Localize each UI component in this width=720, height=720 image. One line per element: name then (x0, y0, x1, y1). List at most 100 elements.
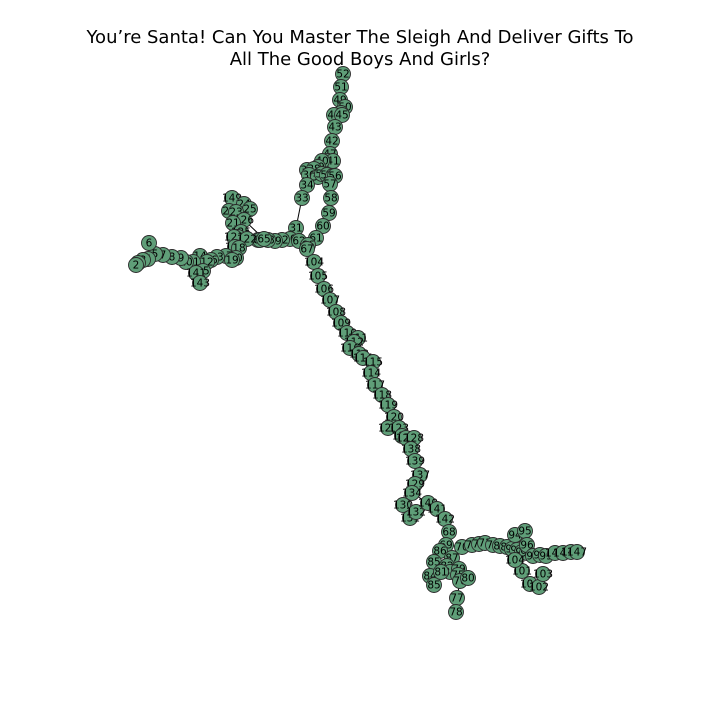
node-label: 132 (406, 507, 426, 519)
node-marker (460, 570, 476, 586)
graph-node: 6 (141, 235, 157, 251)
node-label: 102 (529, 582, 549, 594)
graph-node: 68 (441, 524, 457, 540)
graph-node: 33 (294, 190, 310, 206)
node-label: 65 (257, 234, 270, 246)
node-label: 104 (304, 257, 324, 269)
node-marker (224, 252, 240, 268)
node-label: 43 (328, 122, 341, 134)
node-label: 114 (361, 368, 381, 380)
graph-node: 59 (321, 205, 337, 221)
graph-node: 42 (324, 133, 340, 149)
node-label: 60 (316, 221, 329, 233)
node-marker (321, 205, 337, 221)
diagram-title: You’re Santa! Can You Master The Sleigh … (0, 27, 720, 71)
node-label: 142 (435, 514, 455, 526)
node-label: 95 (518, 526, 531, 538)
graph-node: 52 (335, 66, 351, 82)
node-label: 101 (512, 566, 532, 578)
graph-node: 65 (256, 231, 272, 247)
graph-node: 138 (401, 441, 421, 457)
node-marker (256, 231, 272, 247)
node-marker (334, 107, 350, 123)
title-line-2: All The Good Boys And Girls? (229, 49, 491, 70)
node-marker (395, 497, 411, 513)
node-marker (433, 564, 449, 580)
graph-node: 134 (402, 485, 422, 501)
node-label: 41 (326, 156, 339, 168)
node-marker (404, 485, 420, 501)
node-label: 45 (335, 110, 348, 122)
graph-node: 78 (448, 604, 464, 620)
node-marker (294, 190, 310, 206)
node-label: 138 (401, 444, 421, 456)
node-marker (408, 504, 424, 520)
node-label: 107 (320, 295, 340, 307)
node-marker (448, 604, 464, 620)
graph-node: 57 (322, 176, 338, 192)
graph-node: 104 (304, 254, 324, 270)
node-label: 58 (324, 193, 337, 205)
node-label: 130 (393, 500, 413, 512)
graph-node: 105 (308, 268, 328, 284)
node-marker (315, 218, 331, 234)
node-marker (426, 577, 442, 593)
node-marker (310, 268, 326, 284)
node-label: 52 (336, 69, 349, 81)
graph-node: 19 (224, 252, 240, 268)
node-label: 8 (169, 252, 176, 264)
node-label: 134 (402, 488, 422, 500)
graph-node: 67 (299, 241, 315, 257)
node-marker (407, 453, 423, 469)
graph-node: 107 (320, 292, 340, 308)
node-label: 80 (461, 573, 474, 585)
title-line-1: You’re Santa! Can You Master The Sleigh … (86, 27, 634, 48)
graph-node: 80 (460, 570, 476, 586)
graph-node: 81 (433, 564, 449, 580)
node-label: 105 (308, 271, 328, 283)
node-label: 5 (152, 249, 159, 261)
graph-node: 102 (529, 579, 549, 595)
graph-node: 43 (327, 119, 343, 135)
node-label: 78 (449, 607, 462, 619)
node-marker (192, 275, 208, 291)
node-label: 51 (334, 82, 347, 94)
node-label: 139 (405, 456, 425, 468)
node-label: 59 (322, 208, 335, 220)
node-label: 68 (442, 527, 455, 539)
node-marker (128, 257, 144, 273)
graph-node: 142 (435, 511, 455, 527)
node-label: 19 (225, 255, 238, 267)
graph-node: 85 (426, 577, 442, 593)
graph-node: 147 (567, 544, 587, 560)
graph-node: 45 (334, 107, 350, 123)
node-label: 81 (434, 567, 447, 579)
node-label: 77 (450, 593, 463, 605)
graph-node: 119 (378, 397, 398, 413)
graph-node: 114 (361, 365, 381, 381)
node-label: 85 (427, 580, 440, 592)
graph-nodes: 5251495046444543424748414039373836355354… (128, 66, 587, 620)
node-label: 42 (325, 136, 338, 148)
graph-node: 104 (505, 552, 525, 568)
node-label: 34 (300, 180, 314, 192)
node-label: 143 (190, 278, 210, 290)
node-label: 104 (505, 555, 525, 567)
graph-node: 132 (406, 504, 426, 520)
node-label: 2 (133, 260, 140, 272)
graph-node: 58 (323, 190, 339, 206)
graph-node: 115 (363, 354, 383, 370)
node-label: 6 (146, 238, 153, 250)
graph-node: 143 (190, 275, 210, 291)
node-label: 103 (533, 569, 553, 581)
node-marker (535, 566, 551, 582)
node-marker (141, 235, 157, 251)
node-label: 57 (323, 179, 336, 191)
graph-node: 2 (128, 257, 144, 273)
node-label: 115 (363, 357, 383, 369)
graph-node: 51 (333, 79, 349, 95)
graph-node: 139 (405, 453, 425, 469)
node-label: 147 (567, 547, 587, 559)
